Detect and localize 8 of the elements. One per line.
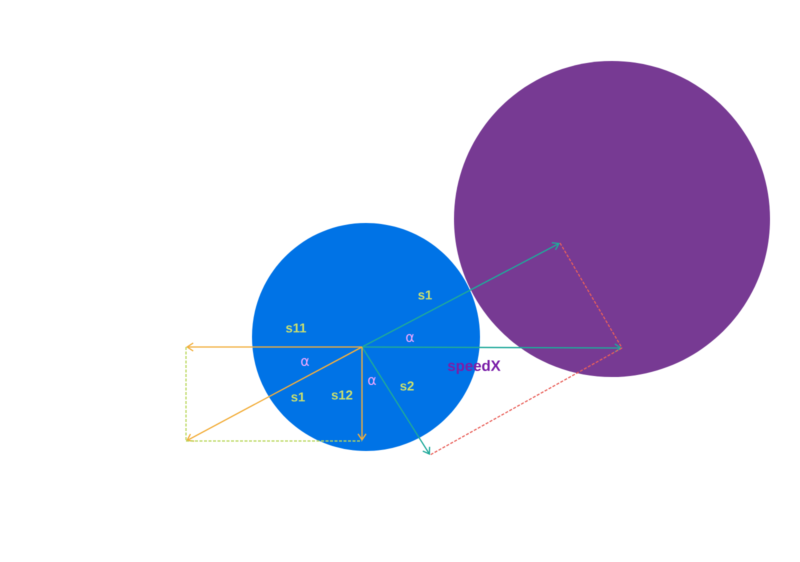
angle-label: α <box>406 334 414 342</box>
vector-label: s1 <box>291 392 305 402</box>
vector-label: s11 <box>286 323 306 333</box>
vector-label: s12 <box>332 390 352 400</box>
angle-label: α <box>368 377 376 385</box>
vector-label: s2 <box>400 381 414 391</box>
vector-label: s1 <box>418 290 432 300</box>
angle-label: α <box>301 358 309 366</box>
